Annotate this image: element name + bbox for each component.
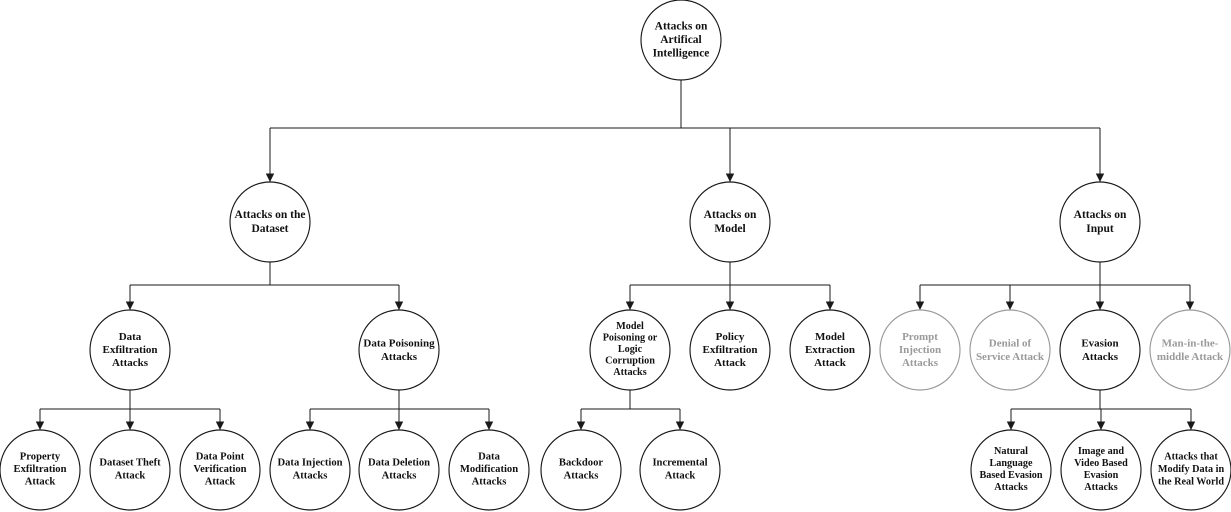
node-circle-policy-exfiltration-attack[interactable]	[689, 309, 771, 391]
node-circle-incremental-attack[interactable]	[639, 429, 721, 511]
node-circle-data-modification-attacks[interactable]	[448, 429, 530, 511]
node-circle-dataset-theft-attack[interactable]	[89, 429, 171, 511]
node-circle-data-point-verification-attack[interactable]	[179, 429, 261, 511]
node-circle-data-poisoning-attacks[interactable]	[358, 309, 440, 391]
node-circle-data-exfiltration-attacks[interactable]	[89, 309, 171, 391]
edge-group-input-to-children	[915, 262, 1195, 310]
node-circle-data-injection-attacks[interactable]	[269, 429, 351, 511]
node-circle-attacks-that-modify-data-in-the-real-world[interactable]	[1150, 429, 1231, 511]
node-circle-backdoor-attacks[interactable]	[540, 429, 622, 511]
node-circle-natural-language-based-evasion-attacks[interactable]	[970, 429, 1052, 511]
node-circle-model-extraction-attack[interactable]	[789, 309, 871, 391]
node-circle-denial-of-service-attack[interactable]	[969, 309, 1051, 391]
node-circle-model-poisoning-or-logic-corruption-attacks[interactable]	[589, 309, 671, 391]
node-circle-attacks-on-model[interactable]	[689, 181, 771, 263]
edges-layer	[35, 80, 1196, 430]
edge-group-model-poisoning-to-children	[576, 390, 685, 430]
node-circle-property-exfiltration-attack[interactable]	[0, 429, 81, 511]
node-circle-prompt-injection-attacks[interactable]	[879, 309, 961, 391]
edge-group-exfiltration-to-children	[35, 390, 225, 430]
edge-group-dataset-to-children	[125, 262, 404, 310]
node-man-in-the-middle-attack[interactable]: Man-in-the-middle Attack	[1149, 309, 1231, 391]
edge-group-poisoning-to-children	[305, 390, 494, 430]
node-circle-evasion-attacks[interactable]	[1059, 309, 1141, 391]
node-circle-image-and-video-based-evasion-attacks[interactable]	[1060, 429, 1142, 511]
node-circle-attacks-on-input[interactable]	[1059, 181, 1141, 263]
node-circle-man-in-the-middle-attack[interactable]	[1149, 309, 1231, 391]
node-circle-data-deletion-attacks[interactable]	[358, 429, 440, 511]
edge-group-root-to-level1	[265, 80, 1105, 182]
edge-group-model-to-children	[625, 262, 835, 310]
node-label-man-in-the-middle-attack: Man-in-the-middle Attack	[1157, 337, 1224, 363]
edge-group-evasion-to-children	[1006, 390, 1196, 430]
node-circle-root[interactable]	[640, 0, 722, 81]
node-circle-attacks-on-the-dataset[interactable]	[229, 181, 311, 263]
